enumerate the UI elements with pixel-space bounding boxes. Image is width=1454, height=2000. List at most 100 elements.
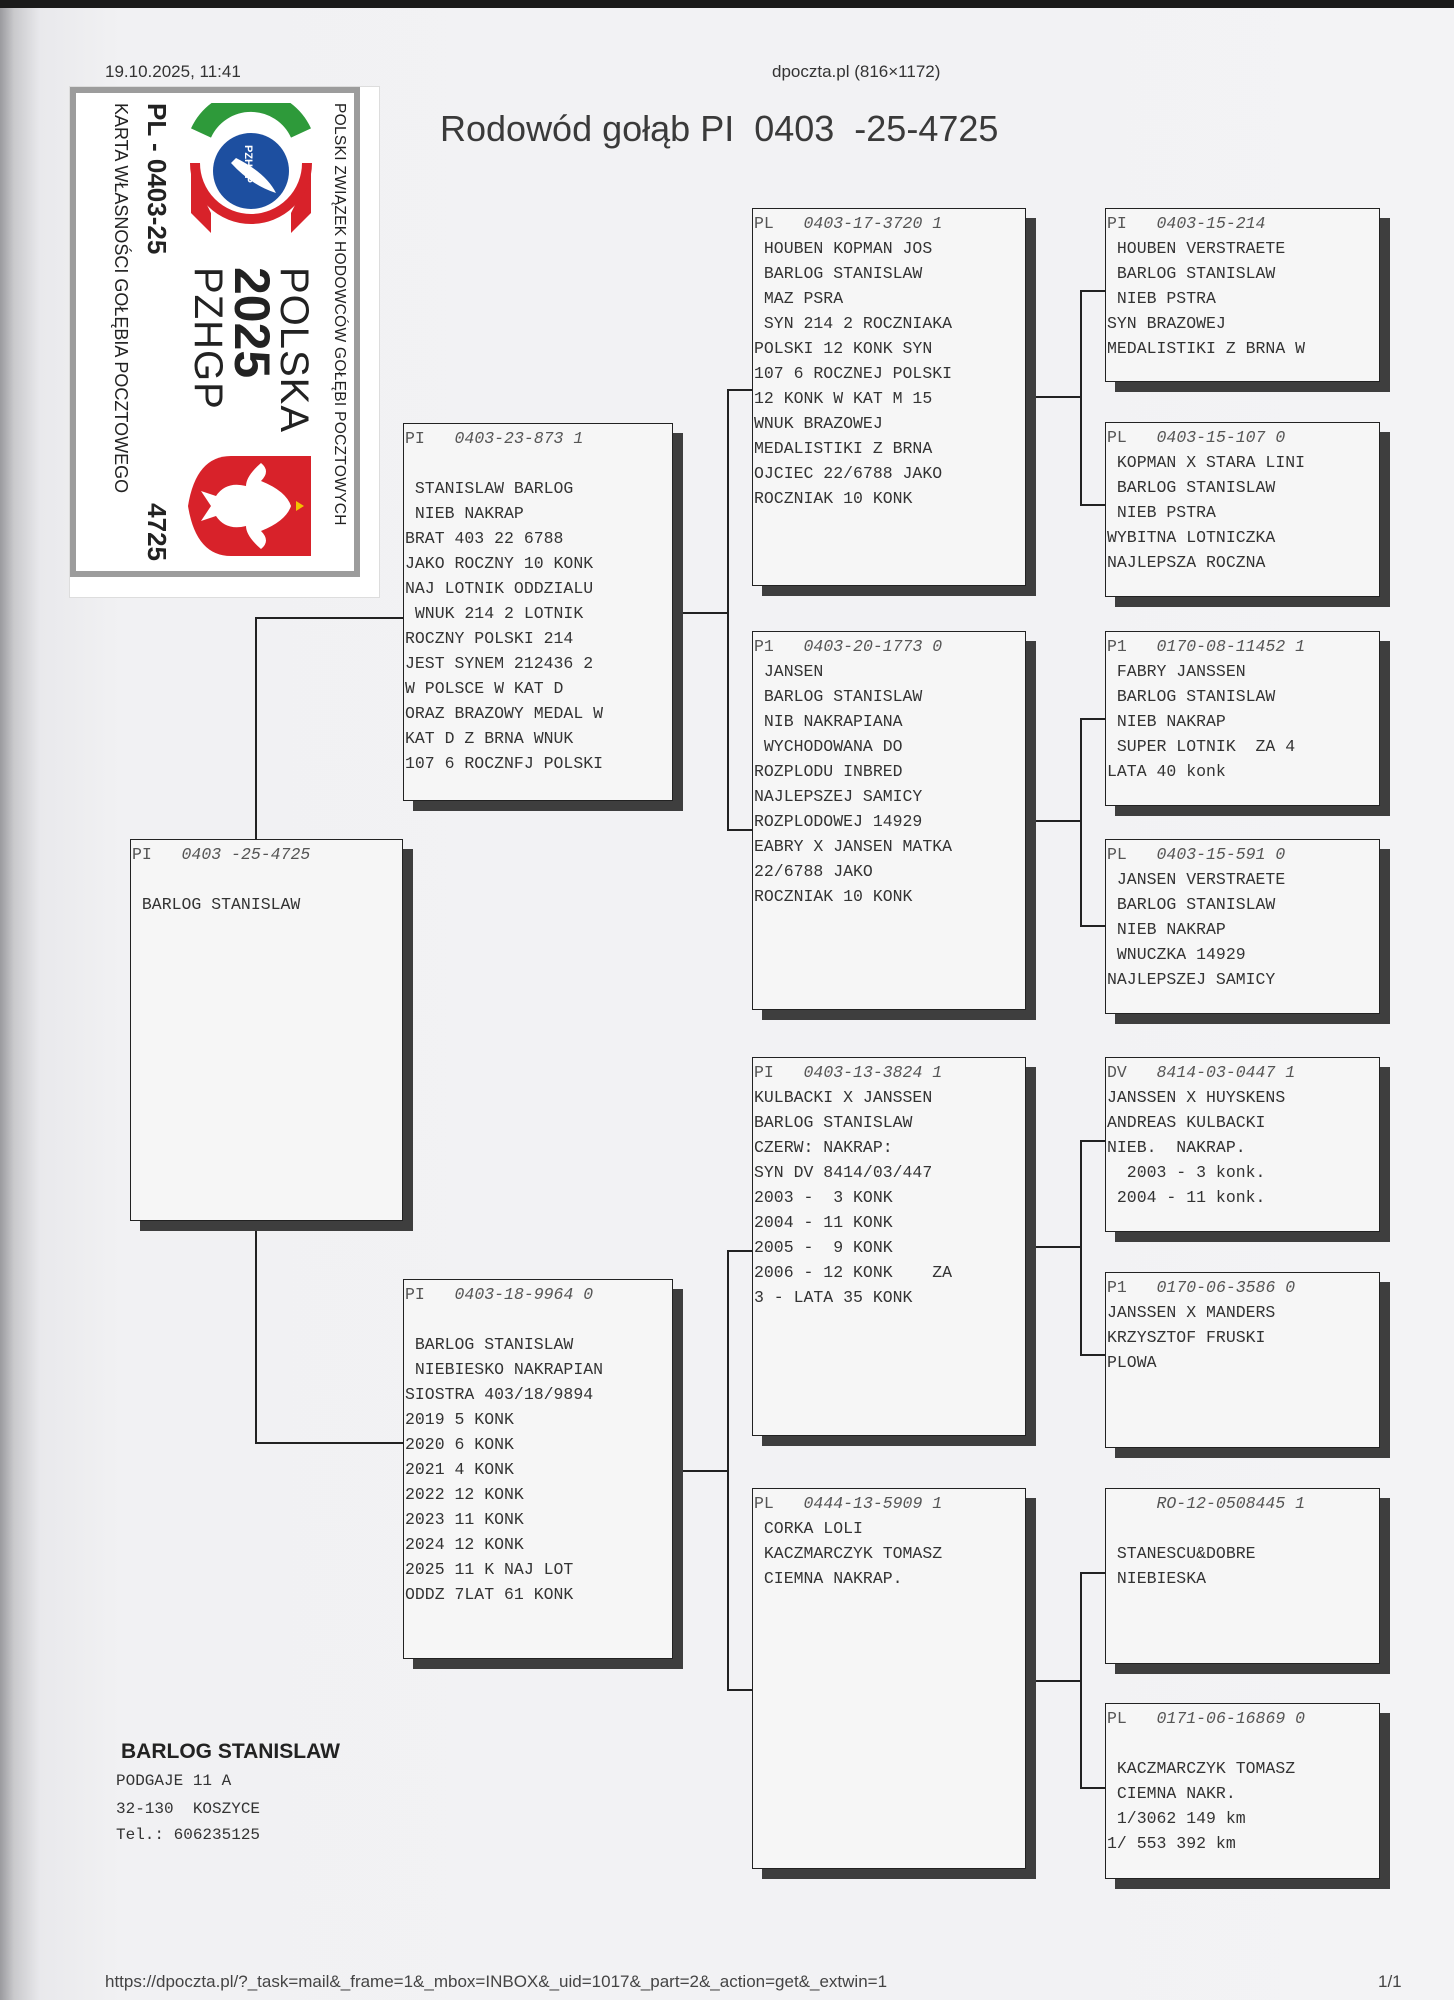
ring-number: 0403-15-591 0: [1156, 845, 1286, 864]
connector: [1080, 1140, 1105, 1142]
pigeon-box-sire-dam: P1 0403-20-1773 0 JANSEN BARLOG STANISLA…: [752, 631, 1026, 1010]
connector: [1026, 396, 1080, 398]
pigeon-info-line: W POLSCE W KAT D: [405, 679, 564, 698]
ring-number: RO-12-0508445 1: [1107, 1494, 1306, 1513]
pigeon-info-line: CIEMNA NAKRAP.: [754, 1569, 903, 1588]
connector: [673, 612, 727, 614]
pigeon-info-line: NIEB. NAKRAP.: [1107, 1138, 1246, 1157]
pigeon-box-ss-sire: PI 0403-15-214 HOUBEN VERSTRAETE BARLOG …: [1105, 208, 1380, 382]
ring-number-header: PI 0403-15-214: [1107, 211, 1379, 236]
pigeon-info-line: MAZ PSRA: [754, 289, 844, 308]
connector: [727, 1689, 752, 1691]
country-prefix: P1: [754, 637, 774, 656]
ring-number: 0403-18-9964 0: [454, 1285, 594, 1304]
pigeon-info-line: 107 6 ROCZNFJ POLSKI: [405, 754, 604, 773]
pigeon-info-line: NIEB PSTRA: [1107, 289, 1216, 308]
pigeon-info-line: KOPMAN X STARA LINI: [1107, 453, 1306, 472]
ring-number: 0403 -25-4725: [181, 845, 311, 864]
pigeon-box-sd-dam: PL 0403-15-591 0 JANSEN VERSTRAETE BARLO…: [1105, 839, 1380, 1014]
pigeon-info-line: 22/6788 JAKO: [754, 862, 873, 881]
pigeon-info-line: BARLOG STANISLAW: [1107, 687, 1276, 706]
pigeon-info-line: NAJLEPSZEJ SAMICY: [1107, 970, 1276, 989]
pigeon-info-line: ROCZNY POLSKI 214: [405, 629, 574, 648]
ring-number: 0171-06-16869 0: [1156, 1709, 1306, 1728]
pigeon-info-line: ANDREAS KULBACKI: [1107, 1113, 1266, 1132]
pigeon-info-line: 12 KONK W KAT M 15: [754, 389, 933, 408]
pzhgp-logo-icon: PZHGP: [190, 103, 312, 233]
pigeon-info-line: BARLOG STANISLAW: [132, 895, 301, 914]
ring-number-header: PL 0403-15-107 0: [1107, 425, 1379, 450]
pigeon-info-line: KRZYSZTOF FRUSKI: [1107, 1328, 1266, 1347]
pigeon-info-line: 1/ 553 392 km: [1107, 1834, 1236, 1853]
ring-number-header: PL 0444-13-5909 1: [754, 1491, 1025, 1516]
pigeon-info-line: 2004 - 11 KONK: [754, 1213, 893, 1232]
connector: [1080, 290, 1082, 505]
svg-text:PZHGP: PZHGP: [242, 145, 254, 183]
connector: [727, 1250, 729, 1690]
pigeon-info-line: JANSEN: [754, 662, 824, 681]
pigeon-info-line: BARLOG STANISLAW: [754, 1113, 913, 1132]
ring-number-header: P1 0403-20-1773 0: [754, 634, 1025, 659]
page-title: Rodowód gołąb PI 0403 -25-4725: [440, 108, 999, 149]
ring-number: 0403-20-1773 0: [803, 637, 943, 656]
card-org-name: POLSKI ZWIĄZEK HODOWCÓW GOŁĘBI POCZTOWYC…: [331, 103, 348, 526]
country-prefix: P1: [1107, 637, 1127, 656]
pigeon-box-dd-dam: PL 0171-06-16869 0 KACZMARCZYK TOMASZ CI…: [1105, 1703, 1380, 1879]
pigeon-info-line: JEST SYNEM 212436 2: [405, 654, 594, 673]
ring-number: 0403-17-3720 1: [803, 214, 943, 233]
ring-number: 0403-23-873 1: [454, 429, 584, 448]
pigeon-box-sire-sire: PL 0403-17-3720 1 HOUBEN KOPMAN JOS BARL…: [752, 208, 1026, 586]
pigeon-info-line: 2019 5 KONK: [405, 1410, 514, 1429]
pigeon-info-line: 2020 6 KONK: [405, 1435, 514, 1454]
country-prefix: PI: [405, 429, 425, 448]
pigeon-info-line: 3 - LATA 35 KONK: [754, 1288, 913, 1307]
pigeon-info-line: JAKO ROCZNY 10 KONK: [405, 554, 594, 573]
pigeon-info-line: NAJ LOTNIK ODDZIALU: [405, 579, 594, 598]
ring-number-header: PI 0403-23-873 1: [405, 426, 672, 451]
ring-number-header: DV 8414-03-0447 1: [1107, 1060, 1379, 1085]
ring-number-header: P1 0170-08-11452 1: [1107, 634, 1379, 659]
pigeon-info-line: ROZPLODU INBRED: [754, 762, 903, 781]
pigeon-info-line: WNUK BRAZOWEJ: [754, 414, 883, 433]
pigeon-info-line: ROCZNIAK 10 KONK: [754, 887, 913, 906]
owner-phone: Tel.: 606235125: [116, 1826, 261, 1844]
pigeon-info-line: NIEB NAKRAP: [1107, 920, 1226, 939]
pigeon-info-line: NIEB NAKRAP: [1107, 712, 1226, 731]
pigeon-info-line: FABRY JANSSEN: [1107, 662, 1246, 681]
pigeon-info-line: SYN DV 8414/03/447: [754, 1163, 933, 1182]
page-number: 1/1: [1378, 1972, 1402, 1991]
pigeon-info-line: ROCZNIAK 10 KONK: [754, 489, 913, 508]
country-prefix: PL: [1107, 1709, 1127, 1728]
pigeon-info-line: LATA 40 konk: [1107, 762, 1226, 781]
pigeon-info-line: NIEBIESKA: [1107, 1569, 1207, 1588]
pigeon-info-line: MEDALISTIKI Z BRNA: [754, 439, 933, 458]
ring-number-header: RO-12-0508445 1: [1107, 1491, 1379, 1516]
country-prefix: PI: [1107, 214, 1127, 233]
pigeon-info-line: WNUK 214 2 LOTNIK: [405, 604, 584, 623]
ring-number-header: PI 0403-13-3824 1: [754, 1060, 1025, 1085]
country-prefix: PL: [1107, 845, 1127, 864]
connector: [1026, 1680, 1080, 1682]
connector: [727, 829, 752, 831]
owner-city: 32-130 KOSZYCE: [116, 1800, 261, 1818]
pigeon-info-line: JANSEN VERSTRAETE: [1107, 870, 1286, 889]
pigeon-info-line: NIEBIESKO NAKRAPIAN: [405, 1360, 604, 1379]
ring-number: 0403-15-214: [1156, 214, 1266, 233]
pigeon-info-line: 2004 - 11 konk.: [1107, 1188, 1266, 1207]
print-source: dpoczta.pl (816×1172): [772, 62, 941, 81]
pigeon-info-line: SYN BRAZOWEJ: [1107, 314, 1226, 333]
ring-number-header: PL 0403-17-3720 1: [754, 211, 1025, 236]
pigeon-box-subject: PI 0403 -25-4725 BARLOG STANISLAW: [130, 839, 403, 1221]
connector: [1080, 504, 1105, 506]
connector: [255, 617, 403, 619]
pigeon-info-line: BARLOG STANISLAW: [1107, 478, 1276, 497]
card-ring-number: 4725: [142, 503, 172, 561]
pigeon-info-line: CZERW: NAKRAP:: [754, 1138, 893, 1157]
pigeon-info-line: ORAZ BRAZOWY MEDAL W: [405, 704, 604, 723]
pigeon-info-line: 107 6 ROCZNEJ POLSKI: [754, 364, 953, 383]
pigeon-info-line: SUPER LOTNIK ZA 4: [1107, 737, 1296, 756]
ring-number-header: P1 0170-06-3586 0: [1107, 1275, 1379, 1300]
